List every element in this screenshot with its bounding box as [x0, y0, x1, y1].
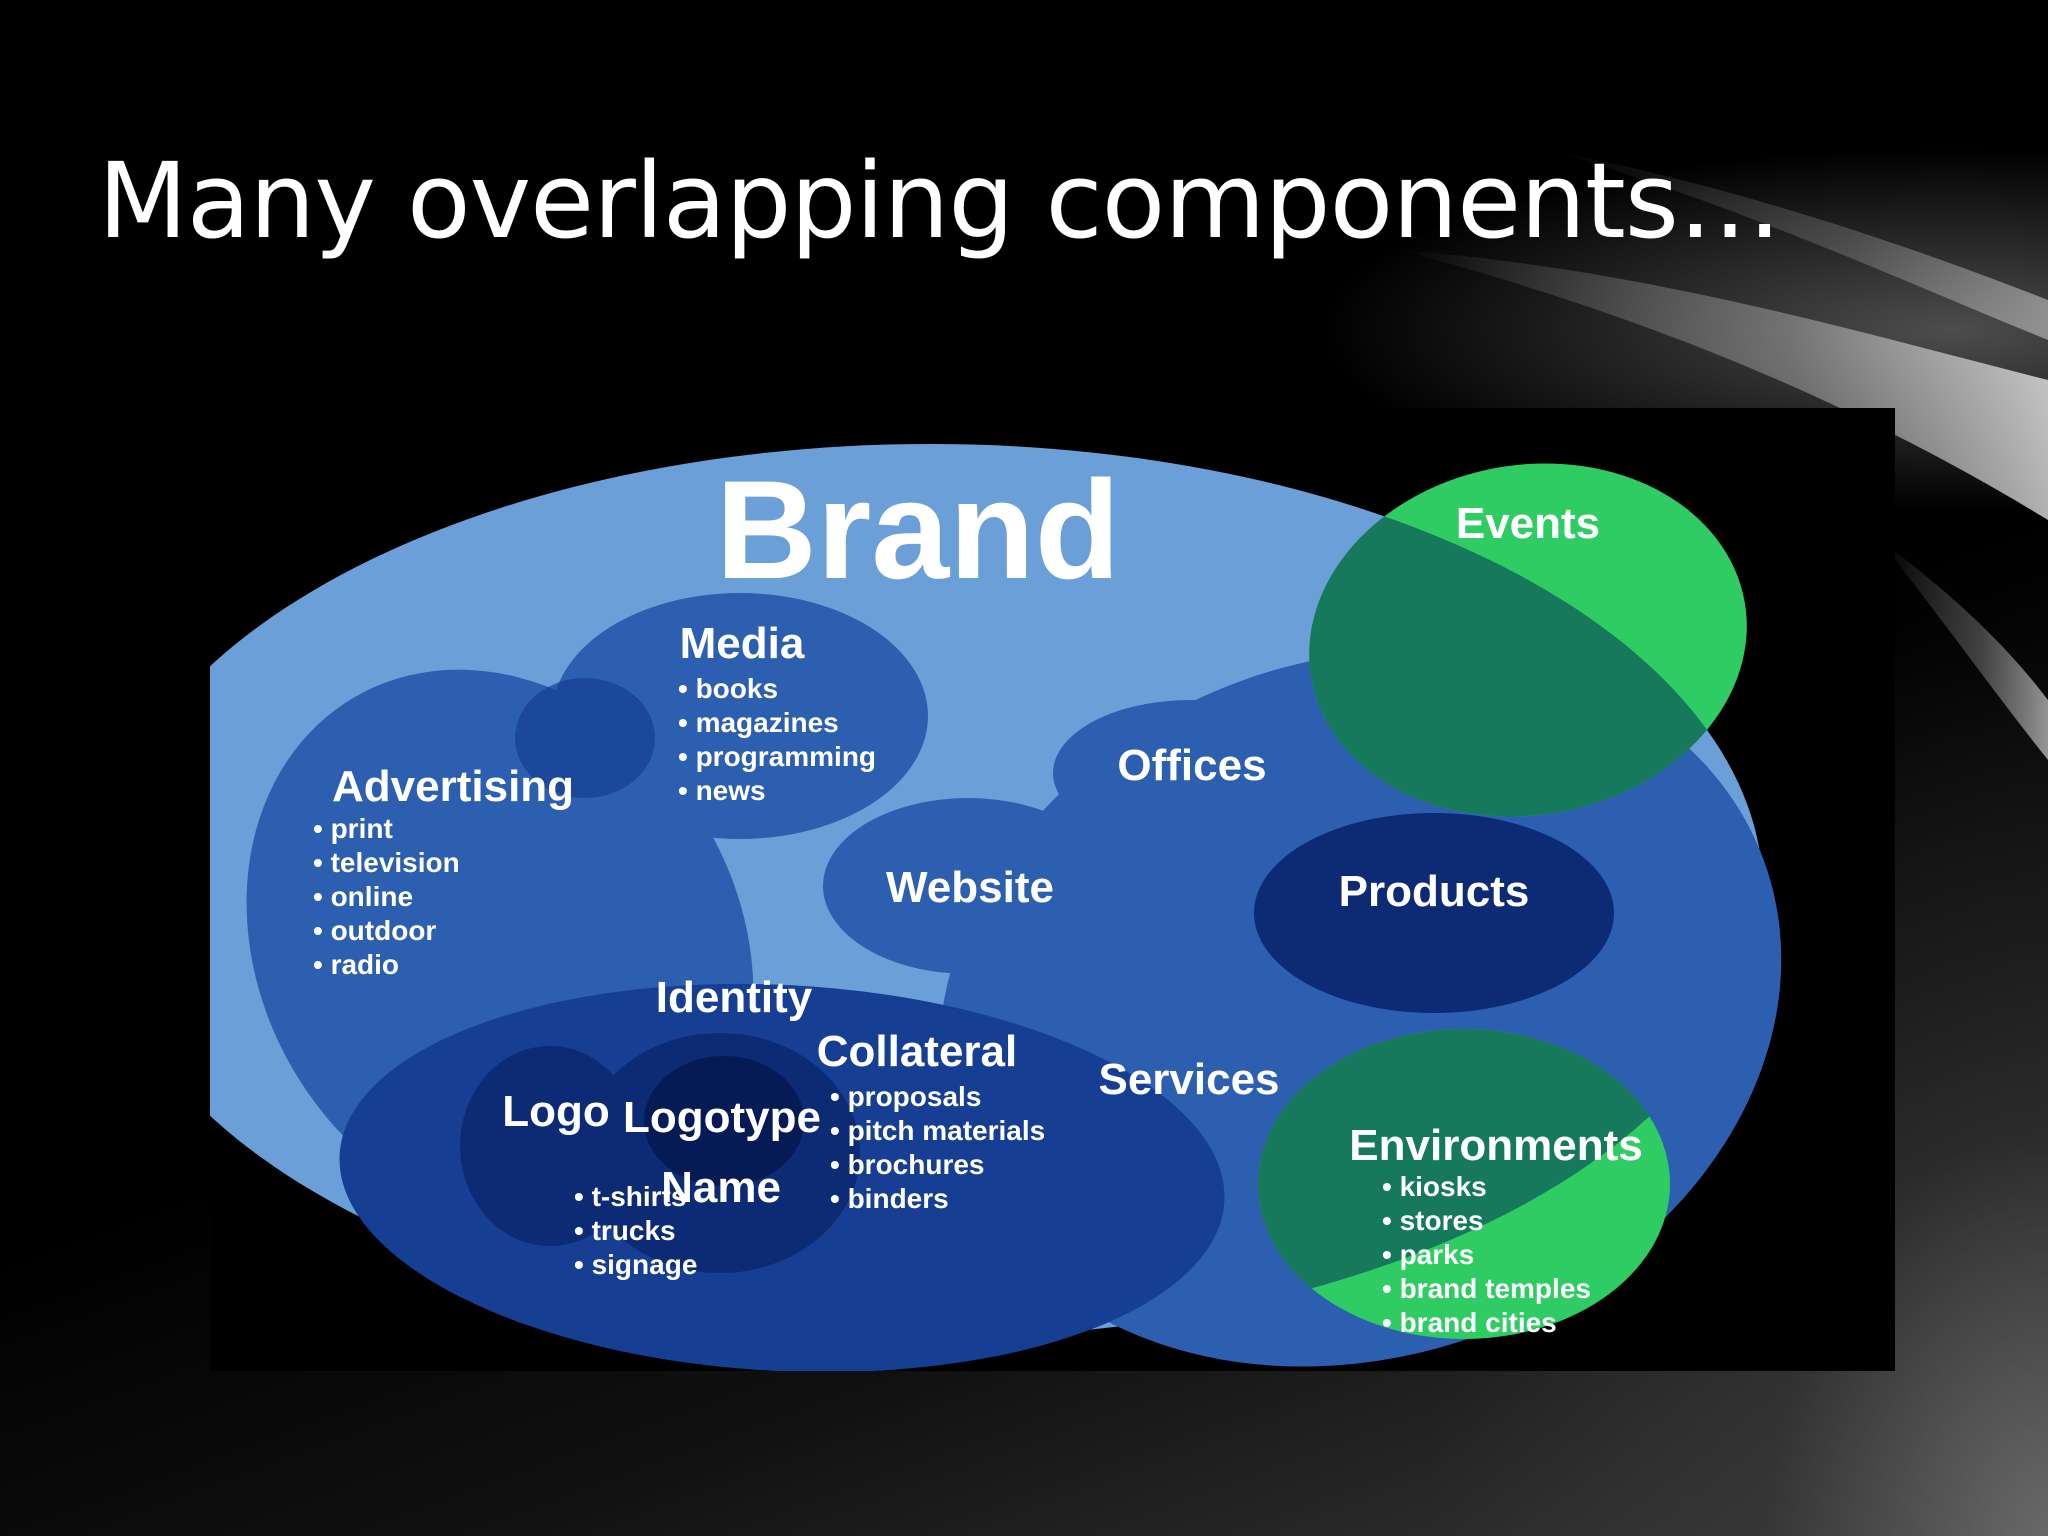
media-ellipse — [552, 593, 928, 839]
offices-label: Offices — [1117, 741, 1266, 790]
logo-label: Logo — [502, 1087, 610, 1136]
events-label: Events — [1456, 499, 1600, 548]
logotype-core — [644, 1056, 804, 1186]
website-label: Website — [886, 863, 1054, 912]
collateral-bullet: • brochures — [830, 1149, 985, 1180]
media-overlap — [515, 678, 655, 798]
environments-label: Environments — [1349, 1121, 1642, 1170]
environments-bullet: • stores — [1382, 1205, 1484, 1236]
services-label: Services — [1098, 1055, 1279, 1104]
collateral-label: Collateral — [817, 1027, 1018, 1076]
name-label: Name — [661, 1163, 781, 1212]
brand-diagram: Brand Events Media • books • magazines •… — [210, 408, 1895, 1371]
environments-bullet: • parks — [1382, 1239, 1474, 1270]
media-label: Media — [680, 619, 805, 668]
media-bullet: • news — [678, 775, 766, 806]
media-bullet: • magazines — [678, 707, 839, 738]
collateral-bullet: • proposals — [830, 1081, 981, 1112]
brand-label: Brand — [716, 451, 1120, 608]
environments-bullet: • brand temples — [1382, 1273, 1591, 1304]
media-bullet: • programming — [678, 741, 876, 772]
advertising-bullet: • online — [313, 881, 413, 912]
collateral-bullet: • binders — [830, 1183, 949, 1214]
logo-bullet: • signage — [574, 1249, 697, 1280]
brand-diagram-svg: Brand Events Media • books • magazines •… — [210, 444, 1782, 1371]
media-bullet: • books — [678, 673, 778, 704]
products-ellipse — [1254, 813, 1614, 1013]
website-ellipse — [823, 798, 1113, 974]
slide-title: Many overlapping components… — [98, 140, 1782, 262]
products-label: Products — [1339, 867, 1530, 916]
identity-label: Identity — [656, 973, 813, 1022]
environments-bullet: • brand cities — [1382, 1307, 1557, 1338]
advertising-bullet: • television — [313, 847, 460, 878]
logo-bullet: • trucks — [574, 1215, 676, 1246]
advertising-label: Advertising — [332, 762, 574, 811]
environments-bullet: • kiosks — [1382, 1171, 1487, 1202]
advertising-bullet: • outdoor — [313, 915, 436, 946]
advertising-bullet: • print — [313, 813, 393, 844]
logo-bullet: • t-shirts — [574, 1181, 686, 1212]
advertising-bullet: • radio — [313, 949, 399, 980]
logotype-label: Logotype — [623, 1093, 821, 1142]
offices-ellipse — [1053, 700, 1329, 846]
collateral-bullet: • pitch materials — [830, 1115, 1045, 1146]
